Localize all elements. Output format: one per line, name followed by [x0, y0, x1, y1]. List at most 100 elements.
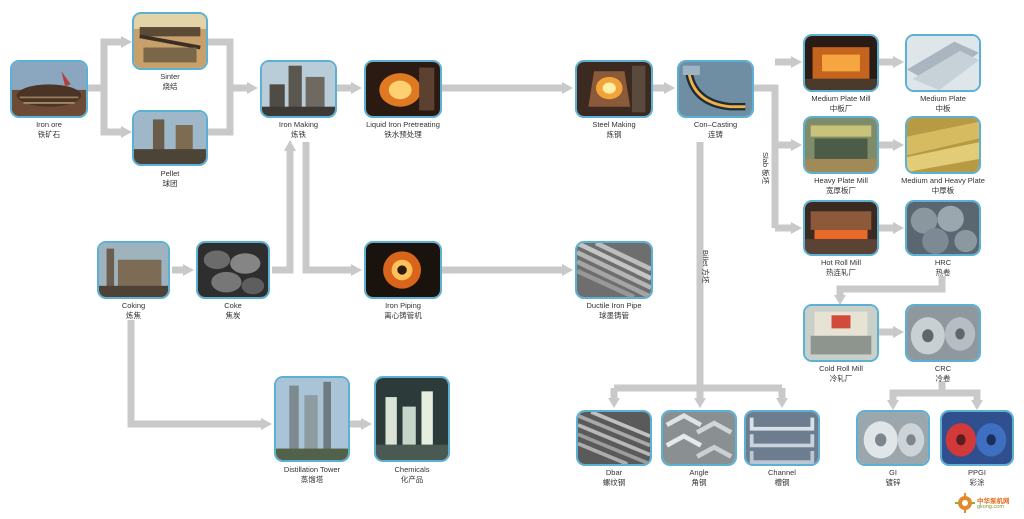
- hot-roll-mill-label-zh: 热连轧厂: [826, 267, 856, 277]
- heavy-plate-mill-label-zh: 宽厚板厂: [826, 185, 856, 195]
- ductile-pipe-image: [575, 241, 653, 299]
- angle-label: Angle: [689, 468, 709, 477]
- ppgi-label-zh: 彩涂: [969, 477, 985, 487]
- medium-plate-mill-label: Medium Plate Mill: [811, 94, 871, 103]
- iron-making-label-zh: 炼铁: [291, 129, 306, 139]
- dbar-image: [576, 410, 652, 466]
- crc-image: [905, 304, 981, 362]
- medium-plate-mill-image: [803, 34, 879, 92]
- iron-piping-label-zh: 离心铸管机: [384, 310, 422, 320]
- iron-ore-label-zh: 铁矿石: [37, 129, 61, 139]
- distillation-image: [274, 376, 350, 462]
- ductile-pipe-label: Ductile Iron Pipe: [586, 301, 642, 310]
- gi-label-zh: 镀锌: [885, 477, 901, 487]
- coking-label-zh: 炼焦: [126, 310, 141, 320]
- coke-image: [196, 241, 270, 299]
- hrc-label: HRC: [934, 258, 952, 267]
- medium-plate-label: Medium Plate: [920, 94, 966, 103]
- crc-label: CRC: [934, 364, 952, 373]
- chemicals-image: [374, 376, 450, 462]
- sinter-label: Sinter: [160, 72, 180, 81]
- hot-roll-mill-label: Hot Roll Mill: [820, 258, 861, 267]
- gi-label: GI: [889, 468, 897, 477]
- coking-image: [97, 241, 170, 299]
- dbar-label-zh: 螺纹钢: [602, 477, 626, 487]
- medium-plate-label-zh: 中板: [935, 103, 951, 113]
- slab-label: Slab 板坯: [761, 152, 770, 185]
- cold-roll-mill-label: Cold Roll Mill: [819, 364, 863, 373]
- pellet-image: [132, 110, 208, 166]
- ductile-pipe-label-zh: 球墨铸管: [599, 310, 629, 320]
- watermark-text: 中华泵机网: [977, 498, 1010, 505]
- gear-logo-icon: [955, 493, 975, 513]
- iron-ore-image: [10, 60, 88, 118]
- ppgi-label: PPGI: [968, 468, 986, 477]
- gi-image: [856, 410, 930, 466]
- medium-plate-image: [905, 34, 981, 92]
- hot-roll-mill-image: [803, 200, 879, 256]
- ppgi-image: [940, 410, 1014, 466]
- heavy-plate-mill-label: Heavy Plate Mill: [814, 176, 868, 185]
- dbar-label: Dbar: [605, 468, 623, 477]
- sinter-label-zh: 烧结: [162, 81, 178, 91]
- cold-roll-mill-label-zh: 冷轧厂: [829, 373, 853, 383]
- liquid-iron-image: [364, 60, 442, 118]
- watermark: 中华泵机网 gkong.com: [955, 492, 1021, 514]
- billet-label: Billet 方坯: [701, 250, 710, 284]
- chemicals-label: Chemicals: [394, 465, 430, 474]
- steel-making-label: Steel Making: [592, 120, 636, 129]
- medium-plate-mill-label-zh: 中板厂: [829, 103, 853, 113]
- liquid-iron-label: Liquid Iron Pretreating: [366, 120, 440, 129]
- con-casting-label-zh: 连铸: [708, 129, 723, 139]
- hrc-label-zh: 热卷: [935, 267, 951, 277]
- sinter-image: [132, 12, 208, 70]
- medium-heavy-plate-label-zh: 中厚板: [931, 185, 955, 195]
- iron-piping-label: Iron Piping: [385, 301, 421, 310]
- channel-image: [744, 410, 820, 466]
- hrc-image: [905, 200, 981, 256]
- pellet-label: Pellet: [160, 169, 180, 178]
- medium-heavy-plate-image: [905, 116, 981, 174]
- con-casting-label: Con–Casting: [693, 120, 738, 129]
- steel-making-image: [575, 60, 653, 118]
- channel-label-zh: 槽钢: [774, 477, 790, 487]
- medium-heavy-plate-label: Medium and Heavy Plate: [901, 176, 985, 185]
- iron-making-label: Iron Making: [278, 120, 319, 129]
- angle-image: [661, 410, 737, 466]
- iron-piping-image: [364, 241, 442, 299]
- coke-label-zh: 焦炭: [225, 310, 241, 320]
- steel-making-label-zh: 炼钢: [606, 129, 622, 139]
- coke-label: Coke: [224, 301, 242, 310]
- distillation-label: Distillation Tower: [283, 465, 341, 474]
- chemicals-label-zh: 化产品: [400, 474, 424, 484]
- iron-making-image: [260, 60, 337, 118]
- liquid-iron-label-zh: 铁水预处理: [384, 129, 422, 139]
- cold-roll-mill-image: [803, 304, 879, 362]
- heavy-plate-mill-image: [803, 116, 879, 174]
- channel-label: Channel: [768, 468, 796, 477]
